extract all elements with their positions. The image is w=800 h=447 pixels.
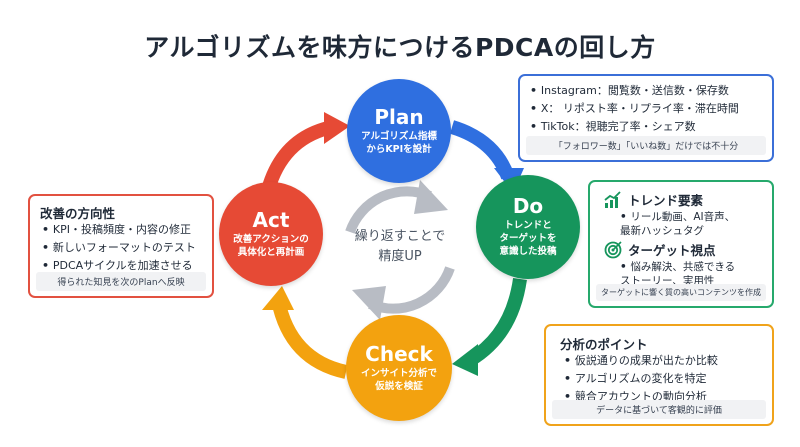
check-point-item: 競合アカウントの動向分析: [564, 388, 718, 406]
target-icon: [604, 240, 622, 258]
act-box-footer: 得られた知見を次のPlanへ反映: [36, 272, 206, 291]
check-subtitle: インサイト分析で 仮説を検証: [360, 367, 437, 392]
trend-section-item: リール動画、AI音声、 最新ハッシュタグ: [620, 210, 735, 238]
arrowhead-do-to-check: [452, 344, 478, 376]
check-title: Check: [365, 341, 433, 366]
trend-chart-icon: [604, 190, 621, 208]
target-section-header: ターゲット視点: [604, 240, 716, 259]
trend-section-title: トレンド要素: [628, 193, 704, 208]
plan-metric-item: TikTok：視聴完了率・シェア数: [530, 118, 739, 136]
plan-metric-list: Instagram：閲覧数・送信数・保存数 X： リポスト率・リプライ率・滞在時…: [530, 82, 739, 136]
act-detail-box: 改善の方向性 KPI・投稿頻度・内容の修正 新しいフォーマットのテスト PDCA…: [28, 194, 214, 298]
act-direction-list: KPI・投稿頻度・内容の修正 新しいフォーマットのテスト PDCAサイクルを加速…: [42, 221, 196, 275]
act-subtitle: 改善アクションの 具体化と再計画: [233, 233, 309, 258]
check-box-title: 分析のポイント: [560, 337, 648, 352]
center-label: 繰り返すことで 精度UP: [354, 229, 446, 264]
check-point-item: 仮説通りの成果が出たか比較: [564, 352, 718, 370]
plan-detail-box: Instagram：閲覧数・送信数・保存数 X： リポスト率・リプライ率・滞在時…: [518, 74, 774, 162]
do-detail-box: トレンド要素 リール動画、AI音声、 最新ハッシュタグ ターゲット視点 悩み解決…: [588, 180, 774, 308]
center-arrowhead-bottom: [352, 286, 386, 320]
act-title: Act: [252, 207, 290, 232]
plan-metric-item: X： リポスト率・リプライ率・滞在時間: [530, 100, 739, 118]
diagram-title: アルゴリズムを味方につけるPDCAの回し方: [144, 33, 656, 62]
act-direction-item: PDCAサイクルを加速させる: [42, 257, 196, 275]
target-section-title: ターゲット視点: [628, 243, 716, 258]
do-node: Do トレンドと ターゲットを 意識した投稿: [476, 175, 580, 279]
arrow-check-to-act: [271, 298, 348, 379]
arrow-do-to-check: [466, 277, 527, 367]
check-box-footer: データに基づいて客観的に評価: [552, 400, 766, 419]
plan-subtitle: アルゴリズム指標 からKPIを設計: [361, 130, 437, 155]
check-node: Check インサイト分析で 仮説を検証: [346, 315, 452, 421]
check-detail-box: 分析のポイント 仮説通りの成果が出たか比較 アルゴリズムの変化を特定 競合アカウ…: [544, 324, 774, 426]
do-box-footer: ターゲットに響く質の高いコンテンツを作成: [596, 284, 766, 301]
arrowhead-check-to-act: [262, 286, 294, 310]
check-point-list: 仮説通りの成果が出たか比較 アルゴリズムの変化を特定 競合アカウントの動向分析: [564, 352, 718, 406]
check-point-item: アルゴリズムの変化を特定: [564, 370, 718, 388]
act-direction-item: 新しいフォーマットのテスト: [42, 239, 196, 257]
plan-node: Plan アルゴリズム指標 からKPIを設計: [347, 79, 451, 183]
act-direction-item: KPI・投稿頻度・内容の修正: [42, 221, 196, 239]
do-subtitle: トレンドと ターゲットを 意識した投稿: [499, 220, 557, 257]
trend-section-header: トレンド要素: [604, 190, 703, 209]
act-node: Act 改善アクションの 具体化と再計画: [219, 182, 323, 286]
arrow-act-to-plan: [261, 121, 331, 193]
do-title: Do: [512, 194, 544, 219]
act-box-title: 改善の方向性: [40, 206, 116, 221]
plan-title: Plan: [374, 104, 424, 129]
plan-metric-item: Instagram：閲覧数・送信数・保存数: [530, 82, 739, 100]
center-arrowhead-top: [414, 180, 448, 214]
arrowhead-act-to-plan: [324, 112, 350, 144]
plan-box-footer: 「フォロワー数」「いいね数」だけでは不十分: [526, 136, 766, 155]
